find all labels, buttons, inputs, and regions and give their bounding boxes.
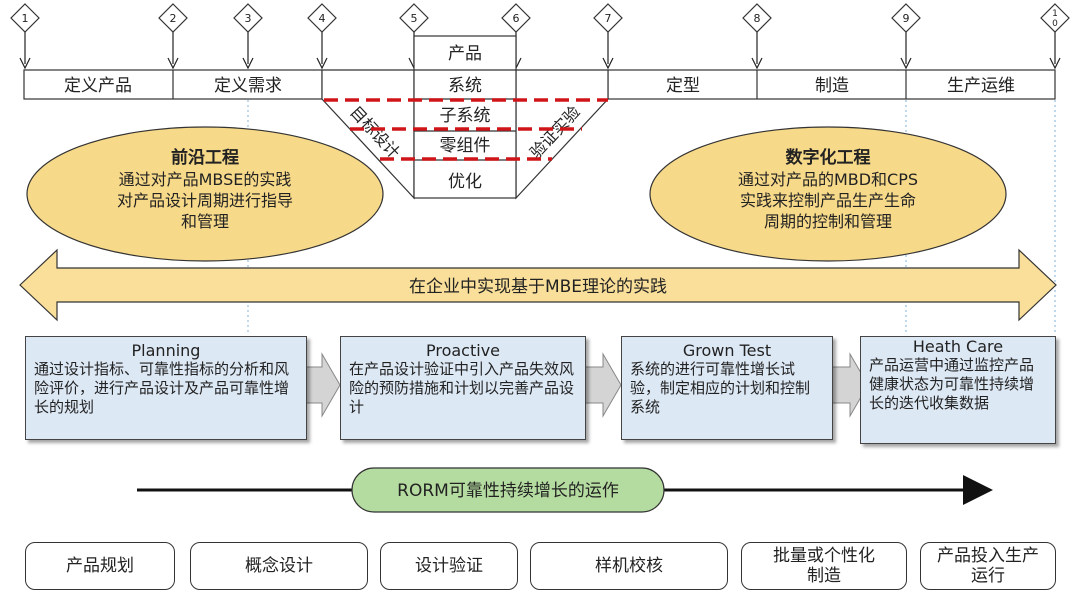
stage-planning-body: 通过设计指标、可靠性指标的分析和风险评价，进行产品设计及产品可靠性增长的规划 — [34, 360, 290, 416]
marker-label-2: 2 — [170, 12, 177, 25]
v-stack-optimize: 优化 — [448, 172, 482, 192]
ellipse-left-line-1: 通过对产品MBSE的实践 — [118, 170, 292, 189]
stage-proactive-body: 在产品设计验证中引入产品失效风险的预防措施和计划以完善产品设计 — [349, 360, 575, 416]
ellipse-right-line-3: 周期的控制和管理 — [763, 212, 892, 231]
marker-4: 4 — [307, 3, 337, 70]
marker-8: 8 — [742, 3, 772, 70]
stage-proactive-title: Proactive — [425, 341, 500, 360]
marker-1: 1 — [10, 3, 40, 70]
marker-label-3: 3 — [245, 12, 252, 25]
phase-mass-or-custom-manufacture: 批量或个性化制造 — [741, 542, 907, 590]
mbe-banner-arrow — [19, 248, 1057, 322]
v-stack-component: 零组件 — [440, 136, 491, 156]
stage-grown-test: Grown Test 系统的进行可靠性增长试验，制定相应的计划和控制系统 — [621, 336, 833, 440]
ellipse-frontier-engineering — [26, 126, 384, 262]
marker-label-8: 8 — [754, 12, 761, 25]
ellipse-digital-engineering — [649, 126, 1007, 262]
phase-design-verification: 设计验证 — [380, 542, 518, 590]
marker-label-10-1: 0 — [1052, 19, 1058, 29]
v-stack-product: 产品 — [448, 44, 482, 64]
ellipse-right-line-2: 实践来控制产品生产生命 — [739, 191, 916, 210]
ellipse-left-line-2: 对产品设计周期进行指导 — [116, 191, 293, 210]
phase-product-planning: 产品规划 — [25, 542, 175, 590]
marker-9: 9 — [891, 3, 921, 70]
stage-heath-care-title: Heath Care — [912, 337, 1004, 356]
stage-grown-test-body: 系统的进行可靠性增长试验，制定相应的计划和控制系统 — [630, 360, 811, 416]
ellipse-right-line-1: 通过对产品的MBD和CPS — [737, 170, 919, 189]
stage-heath-care: Heath Care 产品运营中通过监控产品健康状态为可靠性持续增长的迭代收集数… — [860, 336, 1056, 444]
v-stack-system: 系统 — [448, 76, 482, 96]
v-dashed-lines — [324, 98, 608, 161]
marker-2: 2 — [158, 3, 188, 70]
stage-connectors — [304, 352, 869, 418]
timeline-label-define-requirements: 定义需求 — [214, 76, 282, 96]
rorm-pill — [351, 467, 665, 513]
stage-planning: Planning 通过设计指标、可靠性指标的分析和风险评价，进行产品设计及产品可… — [25, 336, 307, 440]
v-stack-subsystem: 子系统 — [440, 106, 491, 126]
timeline-label-finalize: 定型 — [666, 76, 700, 96]
ellipse-left-text: 前沿工程 通过对产品MBSE的实践 对产品设计周期进行指导 和管理 — [60, 147, 350, 232]
stage-heath-care-body: 产品运营中通过监控产品健康状态为可靠性持续增长的迭代收集数据 — [869, 356, 1035, 412]
ellipse-right-title: 数字化工程 — [785, 148, 871, 168]
marker-7: 7 — [593, 3, 623, 70]
stage-grown-test-title: Grown Test — [682, 341, 772, 360]
ellipse-left-title: 前沿工程 — [171, 148, 239, 168]
marker-label-1: 1 — [22, 12, 29, 25]
ellipse-left-line-3: 和管理 — [180, 212, 229, 231]
mbe-banner-text: 在企业中实现基于MBE理论的实践 — [409, 277, 667, 297]
marker-label-9: 9 — [903, 12, 910, 25]
stage-proactive: Proactive 在产品设计验证中引入产品失效风险的预防措施和计划以完善产品设… — [340, 336, 586, 440]
phase-production-operation: 产品投入生产运行 — [920, 542, 1056, 590]
marker-label-5: 5 — [411, 12, 418, 25]
phase-prototype-check: 样机校核 — [530, 542, 728, 590]
marker-label-7: 7 — [605, 12, 612, 25]
timeline-label-manufacture: 制造 — [815, 76, 849, 96]
marker-label-6: 6 — [513, 12, 520, 25]
phase-concept-design: 概念设计 — [190, 542, 368, 590]
marker-3: 3 — [233, 3, 263, 70]
timeline-label-operations: 生产运维 — [947, 76, 1015, 96]
stage-planning-title: Planning — [131, 341, 201, 360]
marker-label-4: 4 — [319, 12, 326, 25]
marker-10: 10 — [1040, 3, 1070, 70]
marker-label-10-0: 1 — [1052, 9, 1058, 19]
rorm-label: RORM可靠性持续增长的运作 — [397, 481, 619, 501]
timeline-label-define-product: 定义产品 — [64, 76, 132, 96]
ellipse-right-text: 数字化工程 通过对产品的MBD和CPS 实践来控制产品生产生命 周期的控制和管理 — [683, 147, 973, 232]
timeline-bar: 定义产品 定义需求 定型 制造 生产运维 — [23, 69, 1056, 100]
